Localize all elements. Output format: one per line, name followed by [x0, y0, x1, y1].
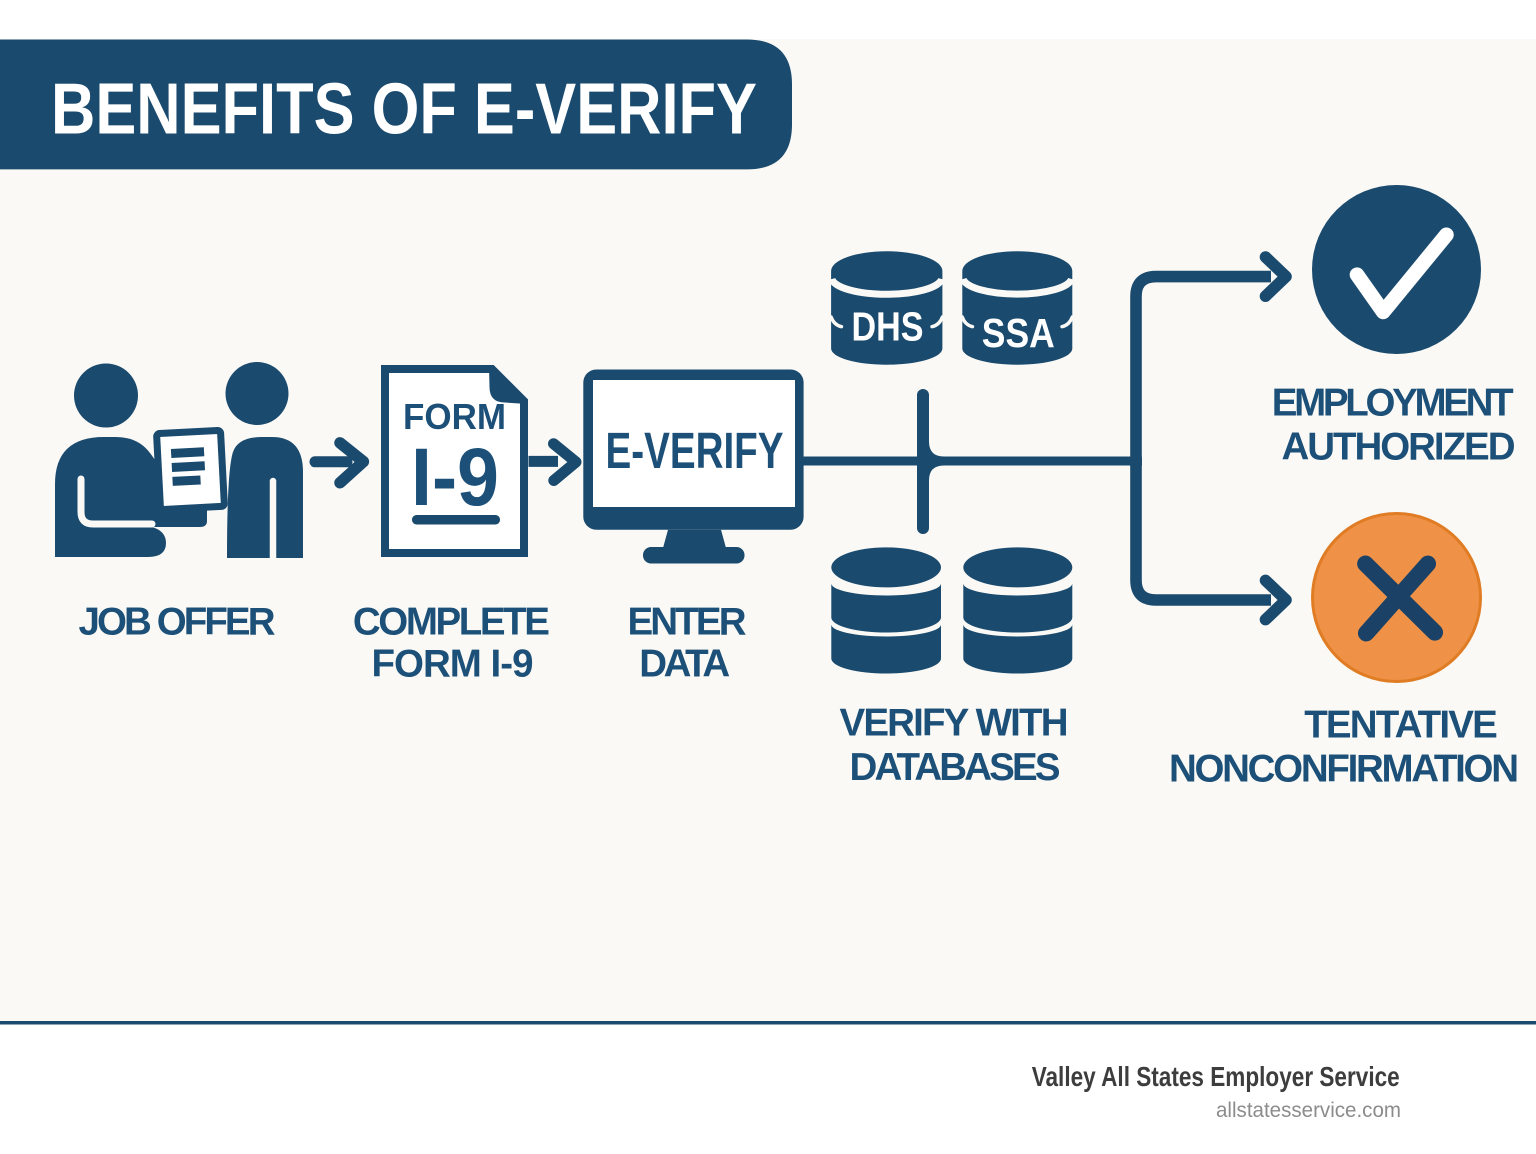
svg-text:TENTATIVE: TENTATIVE: [1304, 704, 1498, 747]
svg-text:VERIFY WITH: VERIFY WITH: [840, 701, 1069, 744]
svg-text:DATA: DATA: [639, 643, 730, 686]
svg-text:I-9: I-9: [411, 432, 499, 523]
svg-text:BENEFITS OF E-VERIFY: BENEFITS OF E-VERIFY: [51, 70, 757, 150]
svg-text:COMPLETE: COMPLETE: [353, 601, 550, 644]
svg-text:JOB OFFER: JOB OFFER: [79, 601, 276, 644]
svg-text:AUTHORIZED: AUTHORIZED: [1282, 426, 1516, 469]
svg-text:E-VERIFY: E-VERIFY: [606, 422, 784, 479]
svg-text:NONCONFIRMATION: NONCONFIRMATION: [1169, 748, 1519, 791]
svg-text:allstatesservice.com: allstatesservice.com: [1216, 1098, 1401, 1122]
svg-text:DHS: DHS: [852, 304, 924, 350]
svg-text:SSA: SSA: [982, 310, 1055, 356]
svg-text:FORM: FORM: [403, 396, 506, 437]
svg-text:EMPLOYMENT: EMPLOYMENT: [1272, 381, 1514, 424]
svg-text:FORM I-9: FORM I-9: [372, 643, 534, 686]
svg-text:Valley All States Employer Ser: Valley All States Employer Service: [1032, 1061, 1400, 1092]
svg-text:ENTER: ENTER: [628, 601, 747, 644]
svg-text:DATABASES: DATABASES: [850, 746, 1061, 789]
